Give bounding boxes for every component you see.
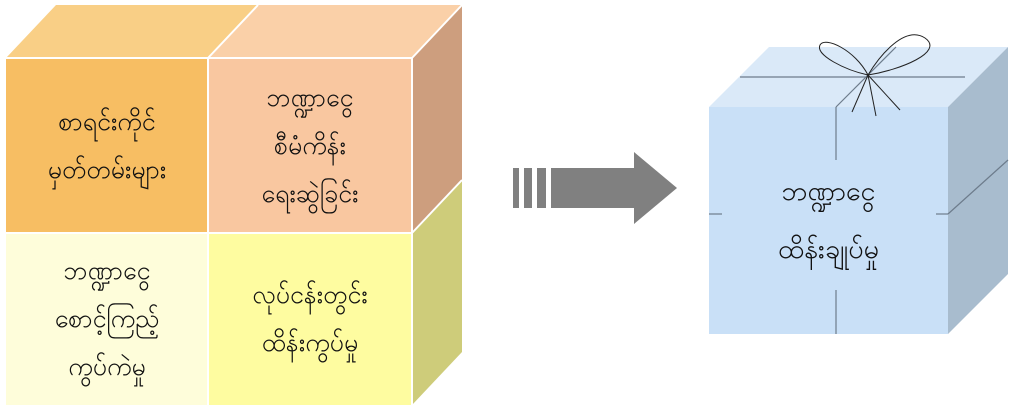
label-line: ကွပ်ကဲမှု <box>68 352 146 381</box>
ribbon-bow-icon <box>819 34 931 117</box>
cube-side-face-lower <box>412 180 462 405</box>
label-line: စာရင်းကိုင် <box>58 106 156 136</box>
label-financial-control: ဘဏ္ဍာငွေ ထိန်းချုပ်မှု <box>709 107 948 334</box>
gift-box-side-face <box>948 47 1008 334</box>
label-line: လုပ်ငန်းတွင်း <box>252 280 368 309</box>
cube-top-face-left <box>6 5 258 58</box>
cube-side-face-upper <box>412 5 462 233</box>
gift-box <box>709 34 1009 334</box>
quadrant-accounting-records <box>6 58 208 233</box>
label-line: မှတ်တမ်းများ <box>47 154 167 184</box>
gift-box-ribbon <box>709 46 1009 334</box>
quadrant-internal-control <box>208 233 412 405</box>
right-arrow-icon <box>513 152 677 224</box>
label-line: ဘဏ္ဍာငွေ <box>266 82 354 112</box>
label-line: ရေးဆွဲခြင်း <box>261 178 359 208</box>
label-line: စောင့်ကြည့် <box>54 304 160 333</box>
label-financial-monitoring: ဘဏ္ဍာငွေ စောင့်ကြည့် ကွပ်ကဲမှု <box>6 233 208 405</box>
label-line: ဘဏ္ဍာငွေ <box>63 256 151 285</box>
label-line: စီမံကိန်း <box>273 130 347 160</box>
label-line: ဘဏ္ဍာငွေ <box>781 175 876 207</box>
quadrant-budget-planning <box>208 58 412 233</box>
quadrant-cube <box>6 4 463 405</box>
label-accounting-records: စာရင်းကိုင် မှတ်တမ်းများ <box>6 58 208 233</box>
label-line: ထိန်းချုပ်မှု <box>777 233 880 265</box>
cube-top-face-right <box>208 5 462 58</box>
cube-grid-lines <box>6 4 463 405</box>
quadrant-financial-monitoring <box>6 233 208 405</box>
label-line: ထိန်းကွပ်မှု <box>261 328 359 357</box>
gift-box-front-face <box>709 107 948 334</box>
label-budget-planning: ဘဏ္ဍာငွေ စီမံကိန်း ရေးဆွဲခြင်း <box>208 58 412 233</box>
label-internal-control: လုပ်ငန်းတွင်း ထိန်းကွပ်မှု <box>208 233 412 405</box>
